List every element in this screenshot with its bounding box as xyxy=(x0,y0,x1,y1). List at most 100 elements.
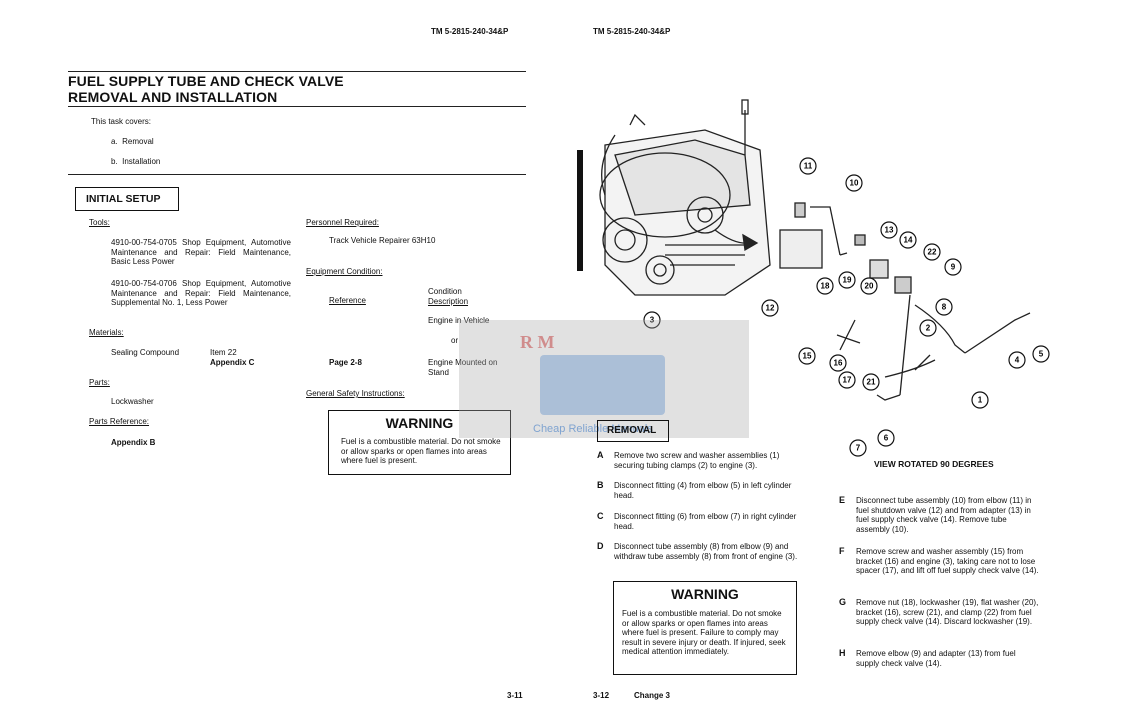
page-title-line1: FUEL SUPPLY TUBE AND CHECK VALVE xyxy=(68,73,344,89)
callout-19-icon xyxy=(838,271,856,289)
watermark-box xyxy=(459,320,749,438)
watermark-logo-icon xyxy=(540,355,665,415)
callout-7-icon xyxy=(849,439,867,457)
callout-6-icon xyxy=(877,429,895,447)
title-rule-top xyxy=(68,71,526,72)
warning-box-right xyxy=(613,581,797,675)
callout-17-icon xyxy=(838,371,856,389)
warning-text-right: Fuel is a combustible material. Do not s… xyxy=(622,609,786,656)
callout-1-icon xyxy=(971,391,989,409)
callout-9-icon xyxy=(944,258,962,276)
callout-16: 16 xyxy=(834,359,843,368)
material-name: Sealing Compound xyxy=(111,348,180,357)
engine-block xyxy=(599,99,771,296)
callout-14-icon xyxy=(899,231,917,249)
fuel-parts xyxy=(779,202,1031,401)
callout-group: 1 2 3 4 5 6 7 8 9 10 11 12 13 14 15 16 1… xyxy=(643,157,1050,457)
page-title-line2: REMOVAL AND INSTALLATION xyxy=(68,89,278,105)
equipment-label: Equipment Condition: xyxy=(306,267,383,276)
callout-6: 6 xyxy=(884,434,889,443)
view-caption: VIEW ROTATED 90 DEGREES xyxy=(874,459,994,469)
callout-11: 11 xyxy=(804,162,813,171)
header-tm-right: TM 5-2815-240-34&P xyxy=(593,27,671,36)
callout-19: 19 xyxy=(843,276,852,285)
task-b: b. Installation xyxy=(111,157,161,166)
condition-1: Engine in Vehicle xyxy=(428,316,490,325)
callout-12-icon xyxy=(761,299,779,317)
watermark-letters: R M xyxy=(520,332,555,352)
removal-heading: REMOVAL xyxy=(607,425,657,436)
callout-21: 21 xyxy=(867,378,876,387)
callout-12: 12 xyxy=(766,304,775,313)
parts-ref-label: Parts Reference: xyxy=(89,417,150,426)
change-note: Change 3 xyxy=(634,691,671,700)
condition-2: Engine Mounted on Stand xyxy=(428,358,498,377)
callout-16-icon xyxy=(829,354,847,372)
callout-5-icon xyxy=(1032,345,1050,363)
personnel: Track Vehicle Repairer 63H10 xyxy=(329,236,436,245)
callout-21-icon xyxy=(862,373,880,391)
warning-title-left: WARNING xyxy=(385,415,454,431)
callout-3-icon xyxy=(643,311,661,329)
callout-2: 2 xyxy=(926,324,931,333)
callout-22-icon xyxy=(923,243,941,261)
page-number-left: 3-11 xyxy=(507,691,523,700)
callout-11-icon xyxy=(799,157,817,175)
tasks-rule xyxy=(68,174,526,175)
callout-13: 13 xyxy=(885,226,894,235)
parts-label: Parts: xyxy=(89,378,110,387)
callout-1: 1 xyxy=(978,396,983,405)
callout-4-icon xyxy=(1008,351,1026,369)
initial-setup-heading: INITIAL SETUP xyxy=(86,193,161,205)
safety-label: General Safety Instructions: xyxy=(306,389,405,398)
callout-9: 9 xyxy=(951,263,956,272)
watermark-text: Cheap Reliable Manuals xyxy=(533,423,653,435)
callout-22: 22 xyxy=(928,248,937,257)
callout-8: 8 xyxy=(942,303,947,312)
tools-label: Tools: xyxy=(89,218,110,227)
callout-2-icon xyxy=(919,319,937,337)
callout-3: 3 xyxy=(650,316,655,325)
personnel-label: Personnel Required: xyxy=(306,218,379,227)
callout-10: 10 xyxy=(850,179,859,188)
callout-5: 5 xyxy=(1039,350,1044,359)
engine-illustration: 1 2 3 4 5 6 7 8 9 10 11 12 13 14 15 16 1… xyxy=(599,99,1050,457)
page-number-right: 3-12 xyxy=(593,691,610,700)
part-1: Lockwasher xyxy=(111,397,154,406)
cond-col-header-1: Condition xyxy=(428,287,462,296)
initial-setup-box xyxy=(75,187,179,211)
warning-title-right: WARNING xyxy=(671,586,739,602)
callout-7: 7 xyxy=(856,444,861,453)
removal-box xyxy=(597,420,669,442)
change-bar xyxy=(577,150,583,271)
callout-18-icon xyxy=(816,277,834,295)
tool-1: 4910-00-754-0705 Shop Equipment, Automot… xyxy=(111,238,291,266)
parts-ref: Appendix B xyxy=(111,438,156,447)
ref-col-header: Reference xyxy=(329,296,366,305)
warning-box-left xyxy=(328,410,511,475)
callout-8-icon xyxy=(935,298,953,316)
callout-14: 14 xyxy=(904,236,913,245)
condition-or: or xyxy=(451,336,459,345)
callout-13-icon xyxy=(880,221,898,239)
title-rule-bottom xyxy=(68,106,526,107)
callout-4: 4 xyxy=(1015,356,1020,365)
callout-10-icon xyxy=(845,174,863,192)
callout-18: 18 xyxy=(821,282,830,291)
material-page: Page 2-8 xyxy=(329,358,362,367)
materials-label: Materials: xyxy=(89,328,124,337)
cond-col-header-2: Description xyxy=(428,297,469,306)
callout-15: 15 xyxy=(803,352,812,361)
warning-text-left: Fuel is a combustible material. Do not s… xyxy=(341,437,501,465)
callout-15-icon xyxy=(798,347,816,365)
tool-2: 4910-00-754-0706 Shop Equipment, Automot… xyxy=(111,279,291,307)
material-item: Item 22 xyxy=(210,348,237,357)
callout-17: 17 xyxy=(843,376,852,385)
material-ref: Appendix C xyxy=(210,358,255,367)
